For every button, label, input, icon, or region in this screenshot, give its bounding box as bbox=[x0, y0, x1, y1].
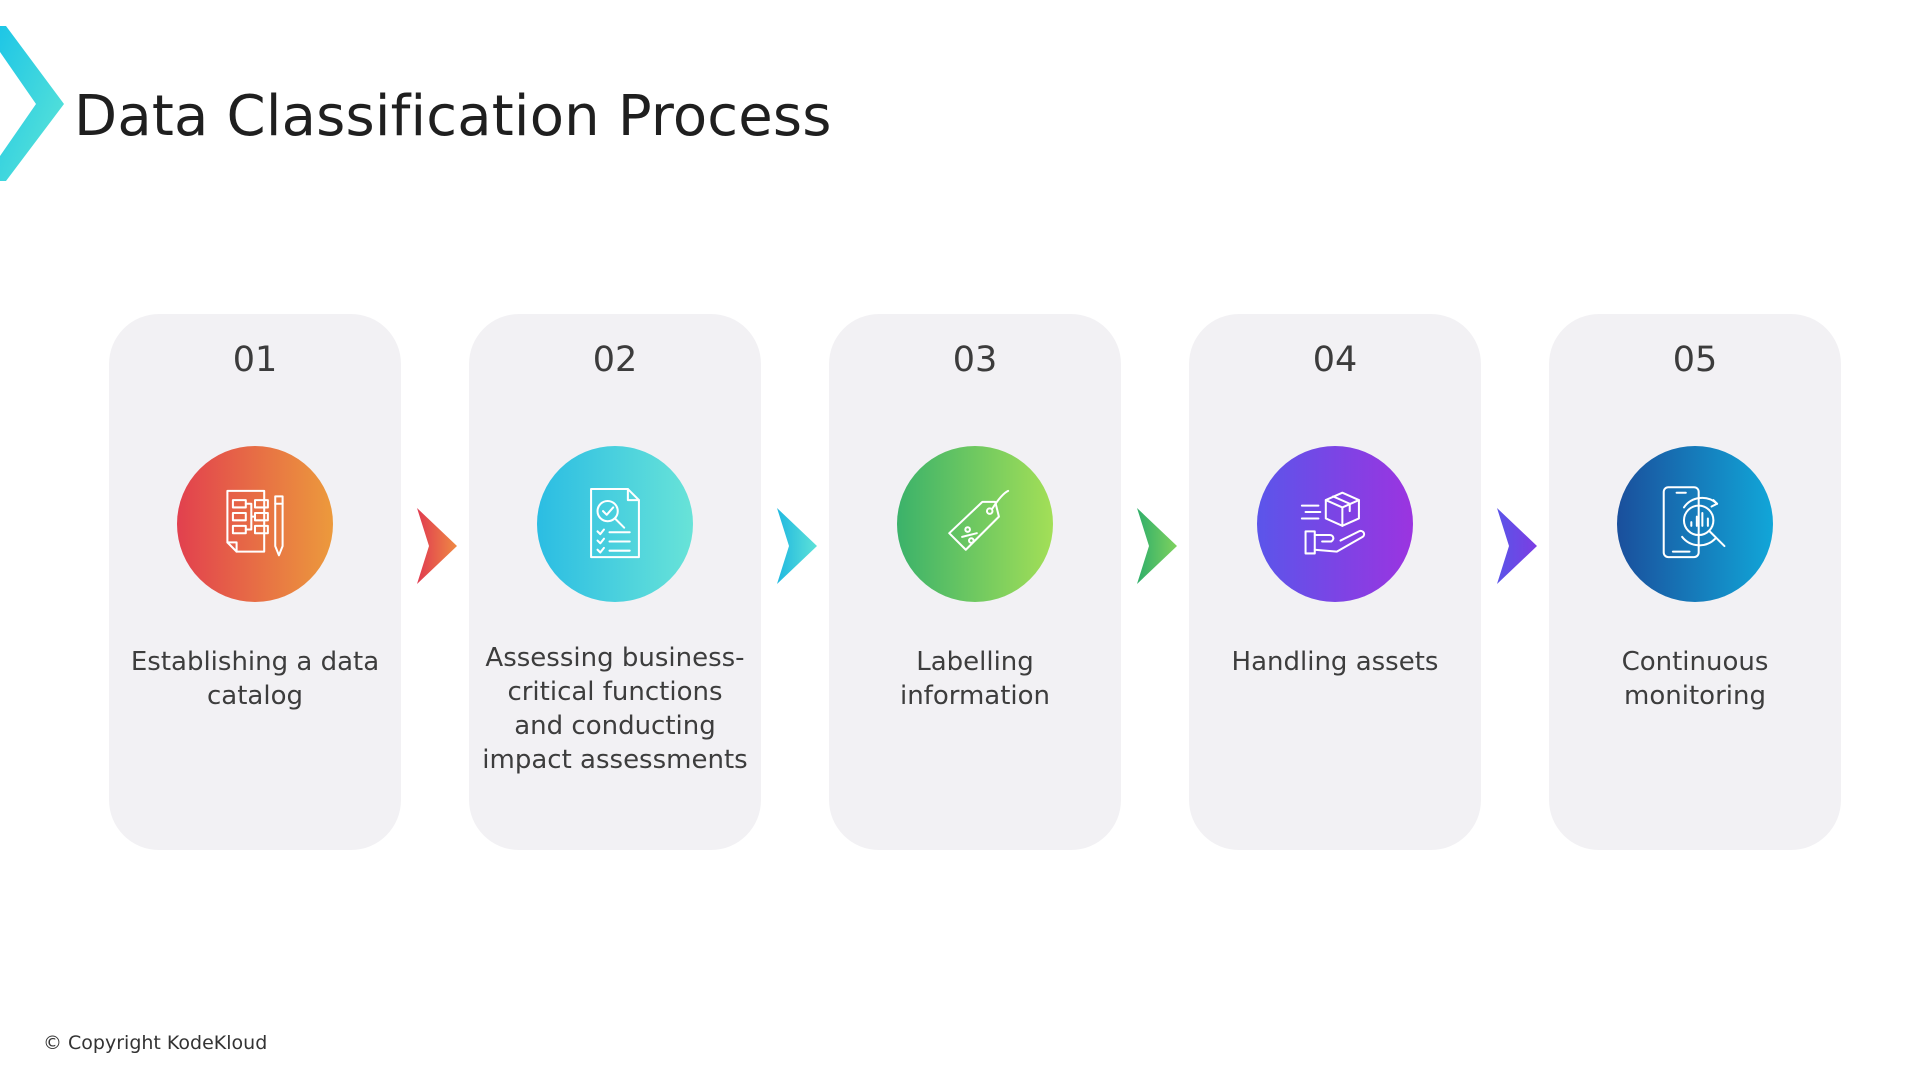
price-tag-icon bbox=[948, 489, 1010, 551]
document-magnifier-icon bbox=[590, 488, 640, 559]
step-card-2: 02 Assessing business-critical functions… bbox=[469, 314, 761, 850]
hand-package-icon bbox=[1300, 491, 1366, 555]
logo-chevron bbox=[0, 26, 64, 181]
page-title: Data Classification Process bbox=[74, 84, 832, 149]
step-number: 03 bbox=[952, 340, 998, 380]
step-number: 01 bbox=[232, 340, 278, 380]
step-card-1: 01 Establishing a data catalog bbox=[109, 314, 401, 850]
step-arrow bbox=[1497, 508, 1537, 584]
phone-analytics-icon bbox=[1662, 486, 1726, 559]
step-number: 04 bbox=[1312, 340, 1358, 380]
step-label: Establishing a data catalog bbox=[130, 647, 380, 711]
step-card-3: 03 Labelling information bbox=[829, 314, 1121, 850]
step-number: 02 bbox=[592, 340, 638, 380]
step-arrow bbox=[777, 508, 817, 584]
data-catalog-icon bbox=[226, 489, 284, 557]
step-icon-circle bbox=[1617, 446, 1773, 602]
step-label: Continuous monitoring bbox=[1621, 647, 1769, 711]
copyright-footer: © Copyright KodeKloud bbox=[43, 1032, 268, 1054]
step-card-5: 05 Continuous monitoring bbox=[1549, 314, 1841, 850]
step-number: 05 bbox=[1672, 340, 1718, 380]
step-label: Labelling information bbox=[899, 647, 1051, 711]
step-card-4: 04 Handling assets bbox=[1189, 314, 1481, 850]
step-label: Handling assets bbox=[1231, 647, 1439, 677]
step-arrow bbox=[1137, 508, 1177, 584]
step-icon-circle bbox=[537, 446, 693, 602]
step-label: Assessing business-critical functions an… bbox=[482, 643, 748, 775]
step-icon-circle bbox=[177, 446, 333, 602]
step-arrow bbox=[417, 508, 457, 584]
step-icon-circle bbox=[897, 446, 1053, 602]
step-icon-circle bbox=[1257, 446, 1413, 602]
